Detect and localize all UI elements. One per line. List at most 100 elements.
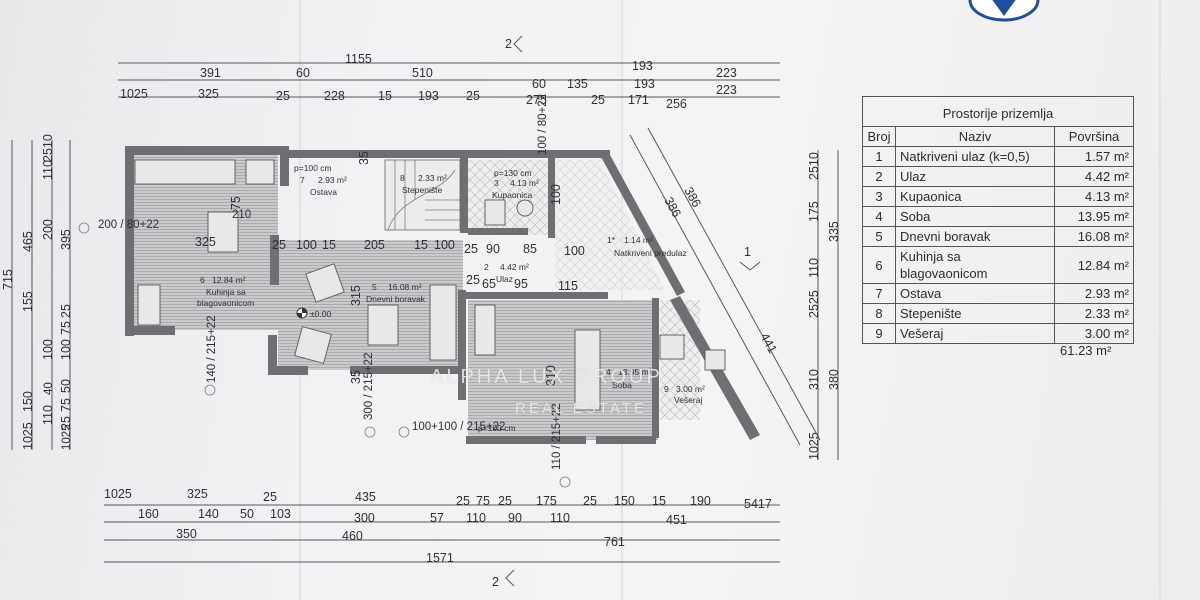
svg-text:12.84 m²: 12.84 m² [212,275,246,285]
dim-label: 256 [666,97,687,111]
room-7-label: 7 [300,175,305,185]
svg-text:Vešeraj: Vešeraj [674,395,702,405]
svg-text:1.14 m²: 1.14 m² [624,235,653,245]
svg-text:100: 100 [434,238,455,252]
svg-text:100: 100 [59,339,73,360]
svg-text:325: 325 [195,235,216,249]
svg-text:35: 35 [357,151,371,165]
svg-text:100: 100 [549,184,563,205]
svg-text:205: 205 [364,238,385,252]
svg-text:90: 90 [486,242,500,256]
svg-text:25: 25 [464,242,478,256]
staircase [384,159,461,231]
svg-text:25: 25 [498,494,512,508]
svg-text:335: 335 [827,221,841,242]
top-dimension-lines: 1155 193 391 60 510 60 135 193 223 1025 … [118,52,780,111]
svg-text:25: 25 [466,273,480,287]
svg-text:110: 110 [550,511,570,525]
svg-text:25: 25 [583,494,597,508]
table-title: Prostorije prizemlja [862,96,1134,127]
room-9-label: 9 [664,384,669,394]
dim-label: 193 [634,77,655,91]
svg-text:380: 380 [827,369,841,390]
room-8-label: 8 [400,173,405,183]
svg-text:2.33 m²: 2.33 m² [418,173,447,183]
svg-text:441: 441 [757,331,779,356]
svg-text:2525: 2525 [807,290,821,318]
section-marker-top: 2 [505,35,523,53]
company-logo [968,0,1040,22]
dim-label: 325 [198,87,219,101]
svg-text:2.93 m²: 2.93 m² [318,175,347,185]
svg-text:1025: 1025 [61,424,73,450]
svg-text:715: 715 [1,269,15,290]
dim-label: 275 [526,93,547,107]
dim-label: 25 [276,89,290,103]
svg-text:310: 310 [544,365,558,386]
svg-text:386: 386 [681,185,703,210]
svg-text:100+100 / 215+22: 100+100 / 215+22 [412,421,505,433]
inner-dimensions: 325 25 100 15 205 15 100 25 90 85 100 25… [195,151,585,386]
svg-text:110: 110 [807,258,821,278]
svg-text:460: 460 [342,529,363,543]
bottom-dimension-lines: 1025 325 25 435 25 75 25 175 25 150 15 1… [104,487,780,565]
dim-label: 1155 [345,52,372,66]
rooms-table: Prostorije prizemlja Broj Naziv Površina… [862,96,1134,344]
svg-text:25: 25 [456,494,470,508]
svg-text:175: 175 [807,201,821,222]
left-dimension-lines: 715 465 155 150 1025 2510 110 200 395 10… [1,134,73,450]
svg-text:13.95 m²: 13.95 m² [618,367,652,377]
svg-text:p=130 cm: p=130 cm [494,168,532,178]
svg-text:75: 75 [229,196,243,210]
svg-text:±0.00: ±0.00 [310,309,331,319]
svg-text:50: 50 [240,507,254,521]
svg-text:1025: 1025 [104,487,132,501]
svg-text:1025: 1025 [21,422,35,450]
svg-text:5417: 5417 [744,497,772,511]
svg-text:blagovaonicom: blagovaonicom [197,298,254,308]
svg-text:15: 15 [652,494,666,508]
dim-label: 510 [412,66,433,80]
svg-text:110: 110 [41,405,55,425]
room-2-label: 2 [484,262,489,272]
svg-text:150: 150 [614,494,635,508]
room-6-label: 6 [200,275,205,285]
svg-text:190: 190 [690,494,711,508]
right-dimension-lines: 2510 175 335 110 2525 310 380 1025 [807,150,841,460]
svg-text:110: 110 [41,160,55,180]
svg-text:2: 2 [505,37,512,51]
dim-label: 223 [716,83,737,97]
svg-text:1: 1 [744,245,751,259]
svg-text:15: 15 [414,238,428,252]
col-header-area: Površina [1054,126,1134,147]
dim-label: 1025 [120,87,148,101]
svg-text:2: 2 [492,575,499,589]
room-1-label: 1* [607,235,616,245]
svg-text:160: 160 [138,507,159,521]
svg-text:75: 75 [59,398,73,412]
svg-text:465: 465 [21,231,35,252]
total-area: 61.23 m² [1060,343,1112,358]
watermark-subtext: REAL ESTATE [515,400,647,417]
svg-text:40: 40 [43,382,55,395]
section-marker-bottom: 2 [492,569,515,589]
room-3-label: 3 [494,178,499,188]
svg-text:Ulaz: Ulaz [496,274,513,284]
level-marker: ±0.00 [296,307,331,319]
svg-text:155: 155 [21,291,35,312]
svg-text:150: 150 [21,391,35,412]
svg-text:Ostava: Ostava [310,187,337,197]
room-4-label: 4 [606,367,611,377]
svg-text:75: 75 [59,321,73,335]
svg-text:175: 175 [536,494,557,508]
svg-text:2510: 2510 [41,134,55,162]
svg-text:16.08 m²: 16.08 m² [388,282,422,292]
col-header-no: Broj [862,126,896,147]
svg-text:Natkriveni predulaz: Natkriveni predulaz [614,248,687,258]
svg-text:325: 325 [187,487,208,501]
dim-label: 60 [296,66,310,80]
